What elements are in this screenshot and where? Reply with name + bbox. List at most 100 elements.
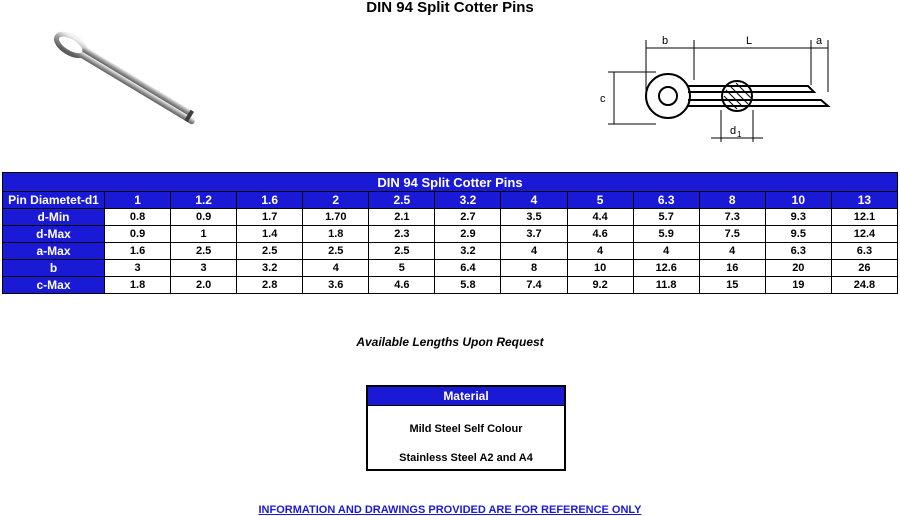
table-cell: 9.2: [566, 276, 634, 294]
table-cell: 2.5: [170, 242, 238, 260]
table-cell: 3: [170, 259, 238, 277]
table-cell: 20: [764, 259, 832, 277]
table-cell: 5.9: [632, 225, 700, 243]
dim-L-label: L: [746, 35, 752, 47]
table-cell: 6.3: [830, 242, 899, 260]
table-cell: 4: [302, 259, 370, 277]
table-cell: 0.9: [103, 225, 172, 243]
row-label: a-Max: [2, 242, 105, 260]
size-header-cell: 1.2: [170, 191, 238, 209]
dim-b-label: b: [662, 35, 668, 47]
size-header-cell: 8: [698, 191, 766, 209]
table-cell: 4: [698, 242, 766, 260]
table-cell: 0.9: [170, 208, 238, 226]
table-cell: 12.4: [830, 225, 899, 243]
table-caption: DIN 94 Split Cotter Pins: [2, 172, 898, 192]
table-cell: 4.6: [368, 276, 436, 294]
table-cell: 1.70: [302, 208, 370, 226]
spec-table: DIN 94 Split Cotter Pins Pin Diametet-d1…: [2, 172, 899, 294]
material-header: Material: [368, 387, 564, 406]
table-cell: 16: [698, 259, 766, 277]
material-item: Stainless Steel A2 and A4: [399, 452, 533, 464]
table-cell: 3.7: [500, 225, 568, 243]
table-cell: 2.1: [368, 208, 436, 226]
table-cell: 12.6: [632, 259, 700, 277]
table-cell: 3.2: [434, 242, 502, 260]
table-cell: 4: [500, 242, 568, 260]
dim-a-label: a: [816, 35, 823, 47]
table-cell: 3.6: [302, 276, 370, 294]
table-cell: 11.8: [632, 276, 700, 294]
table-cell: 1.8: [302, 225, 370, 243]
size-header-cell: 1.6: [236, 191, 304, 209]
table-cell: 10: [566, 259, 634, 277]
size-header-cell: 3.2: [434, 191, 502, 209]
cotter-pin-diagram: b L a c d 1: [600, 35, 831, 142]
table-cell: 2.9: [434, 225, 502, 243]
size-header-label: Pin Diametet-d1: [2, 191, 105, 209]
table-cell: 2.3: [368, 225, 436, 243]
table-cell: 4.6: [566, 225, 634, 243]
table-cell: 3.2: [236, 259, 304, 277]
table-cell: 0.8: [103, 208, 172, 226]
table-cell: 5: [368, 259, 436, 277]
size-header-cell: 6.3: [632, 191, 700, 209]
cotter-pin-photo: [54, 31, 195, 125]
table-cell: 7.5: [698, 225, 766, 243]
dim-d-subscript: 1: [737, 130, 742, 139]
table-cell: 24.8: [830, 276, 899, 294]
table-cell: 2.8: [236, 276, 304, 294]
table-cell: 19: [764, 276, 832, 294]
availability-note: Available Lengths Upon Request: [356, 335, 544, 349]
table-cell: 5.7: [632, 208, 700, 226]
table-cell: 1: [170, 225, 238, 243]
row-label: b: [2, 259, 105, 277]
table-cell: 2.5: [302, 242, 370, 260]
table-cell: 2.0: [170, 276, 238, 294]
size-header-cell: 4: [500, 191, 568, 209]
table-cell: 9.3: [764, 208, 832, 226]
size-header-cell: 13: [830, 191, 899, 209]
dim-d-label: d: [730, 125, 736, 137]
table-cell: 5.8: [434, 276, 502, 294]
table-cell: 7.3: [698, 208, 766, 226]
size-header-cell: 5: [566, 191, 634, 209]
table-cell: 3.5: [500, 208, 568, 226]
dim-c-label: c: [600, 93, 606, 105]
material-item: Mild Steel Self Colour: [409, 423, 523, 435]
page-title: DIN 94 Split Cotter Pins: [366, 0, 534, 16]
table-cell: 4: [566, 242, 634, 260]
table-cell: 6.4: [434, 259, 502, 277]
row-label: d-Max: [2, 225, 105, 243]
reference-disclaimer: INFORMATION AND DRAWINGS PROVIDED ARE FO…: [258, 504, 642, 516]
table-cell: 2.5: [236, 242, 304, 260]
table-cell: 2.5: [368, 242, 436, 260]
table-cell: 2.7: [434, 208, 502, 226]
size-header-cell: 2: [302, 191, 370, 209]
size-header-cell: 1: [103, 191, 172, 209]
table-cell: 26: [830, 259, 899, 277]
table-cell: 3: [103, 259, 172, 277]
table-cell: 12.1: [830, 208, 899, 226]
table-cell: 6.3: [764, 242, 832, 260]
material-box: Material Mild Steel Self Colour Stainles…: [366, 385, 566, 471]
table-cell: 4.4: [566, 208, 634, 226]
table-cell: 1.8: [103, 276, 172, 294]
table-cell: 15: [698, 276, 766, 294]
table-cell: 7.4: [500, 276, 568, 294]
table-cell: 1.7: [236, 208, 304, 226]
table-cell: 1.4: [236, 225, 304, 243]
table-cell: 1.6: [103, 242, 172, 260]
table-cell: 9.5: [764, 225, 832, 243]
size-header-cell: 10: [764, 191, 832, 209]
row-label: c-Max: [2, 276, 105, 294]
table-cell: 8: [500, 259, 568, 277]
table-cell: 4: [632, 242, 700, 260]
